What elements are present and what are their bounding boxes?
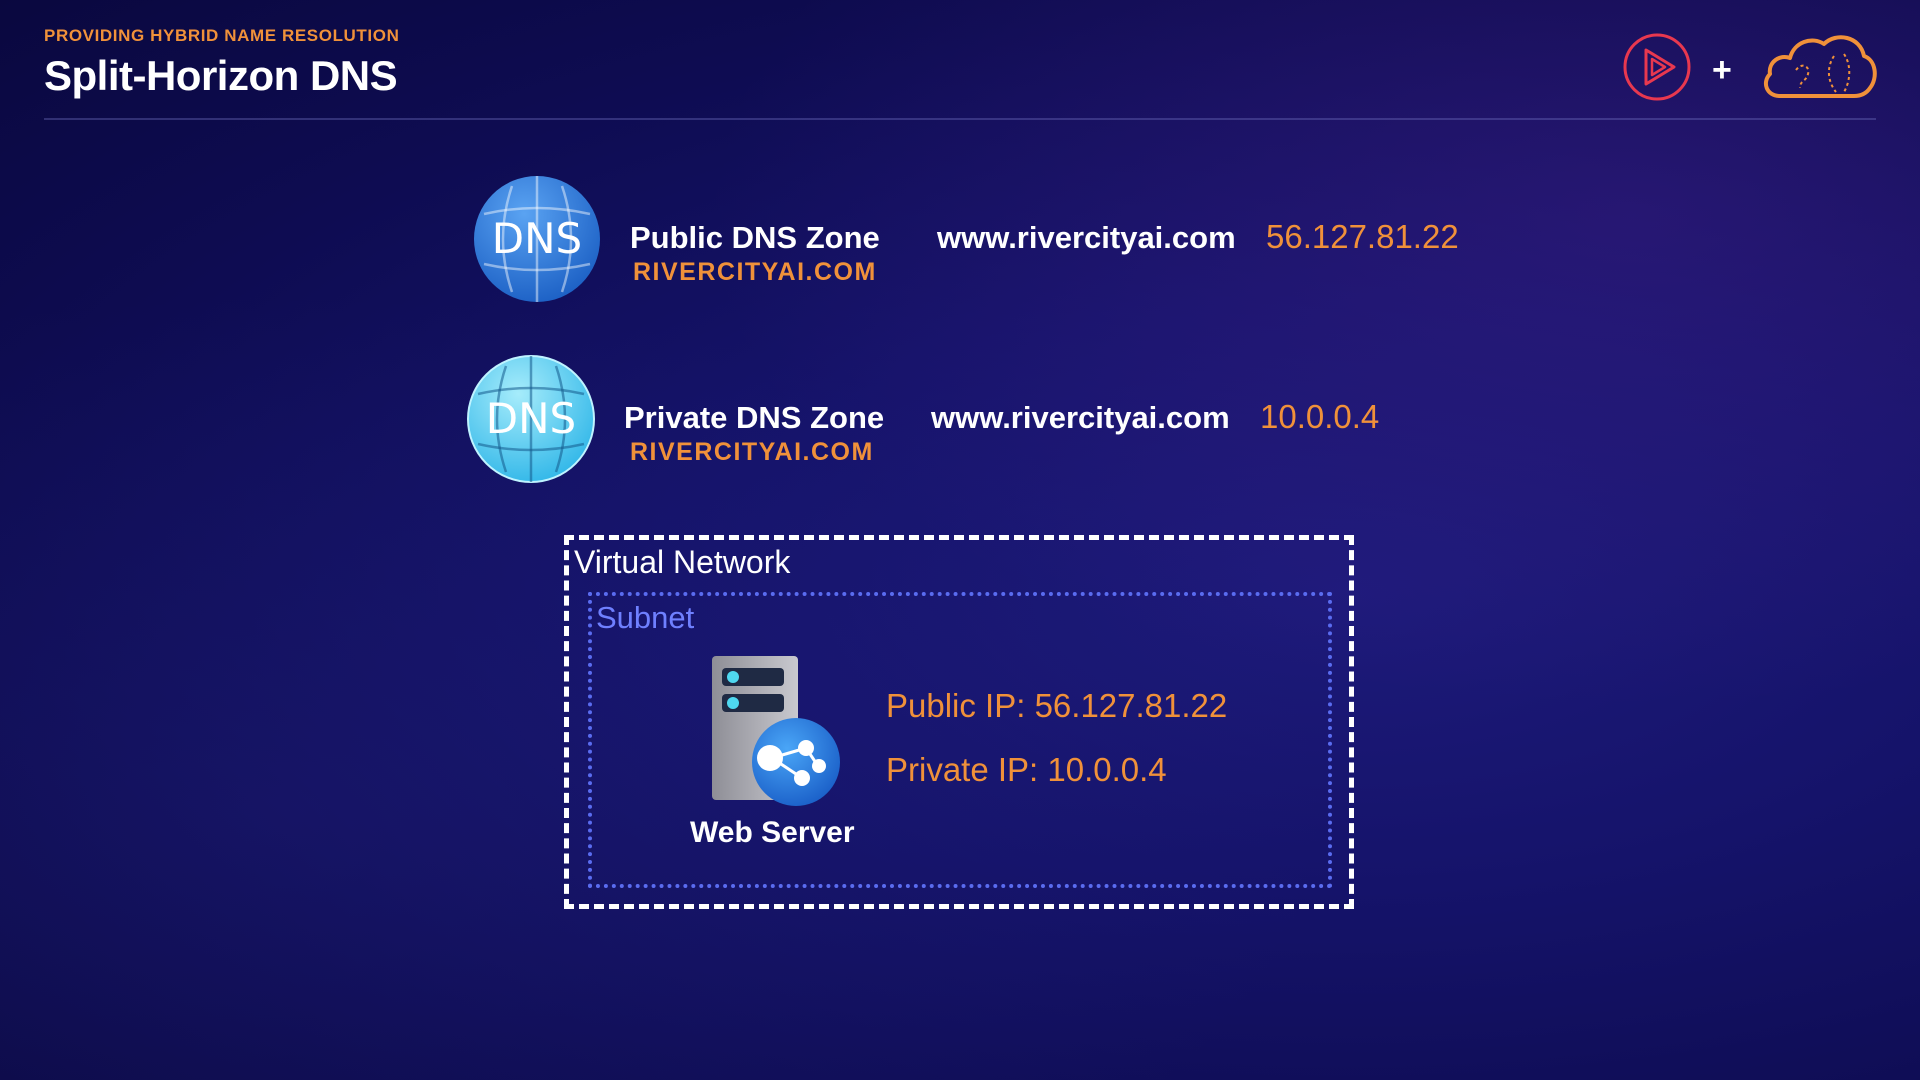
public-zone-name: Public DNS Zone <box>630 220 880 255</box>
plus-sign: + <box>1712 51 1732 89</box>
public-dns-zone-row: DNS Public DNS Zone RIVERCITYAI.COM www.… <box>472 174 1472 304</box>
subnet-box <box>588 592 1332 888</box>
public-zone-host: www.rivercityai.com <box>937 220 1236 255</box>
web-server-icon <box>706 654 846 815</box>
server-public-ip: Public IP: 56.127.81.22 <box>886 687 1228 724</box>
private-zone-ip: 10.0.0.4 <box>1260 398 1380 435</box>
subnet-label: Subnet <box>596 600 695 635</box>
public-dns-globe-icon: DNS <box>472 174 602 309</box>
page-title: Split-Horizon DNS <box>44 52 398 99</box>
slide-header: PROVIDING HYBRID NAME RESOLUTION Split-H… <box>44 26 399 100</box>
private-dns-zone-row: DNS Private DNS Zone RIVERCITYAI.COM www… <box>466 354 1466 484</box>
public-dns-icon-text: DNS <box>492 214 582 263</box>
section-eyebrow: PROVIDING HYBRID NAME RESOLUTION <box>44 26 400 45</box>
private-zone-host: www.rivercityai.com <box>931 400 1230 435</box>
virtual-network-label: Virtual Network <box>574 544 791 580</box>
private-zone-name: Private DNS Zone <box>624 400 885 435</box>
virtual-network-box <box>564 535 1354 909</box>
public-zone-ip: 56.127.81.22 <box>1266 218 1459 255</box>
private-dns-globe-icon: DNS <box>466 354 596 489</box>
server-private-ip: Private IP: 10.0.0.4 <box>886 751 1167 788</box>
cloud-logo-icon <box>1760 28 1878 107</box>
public-zone-domain: RIVERCITYAI.COM <box>633 258 877 286</box>
web-server-label: Web Server <box>690 816 855 849</box>
play-logo-icon <box>1622 32 1692 107</box>
private-zone-domain: RIVERCITYAI.COM <box>630 438 874 466</box>
private-dns-icon-text: DNS <box>486 394 576 443</box>
header-divider <box>44 118 1876 120</box>
